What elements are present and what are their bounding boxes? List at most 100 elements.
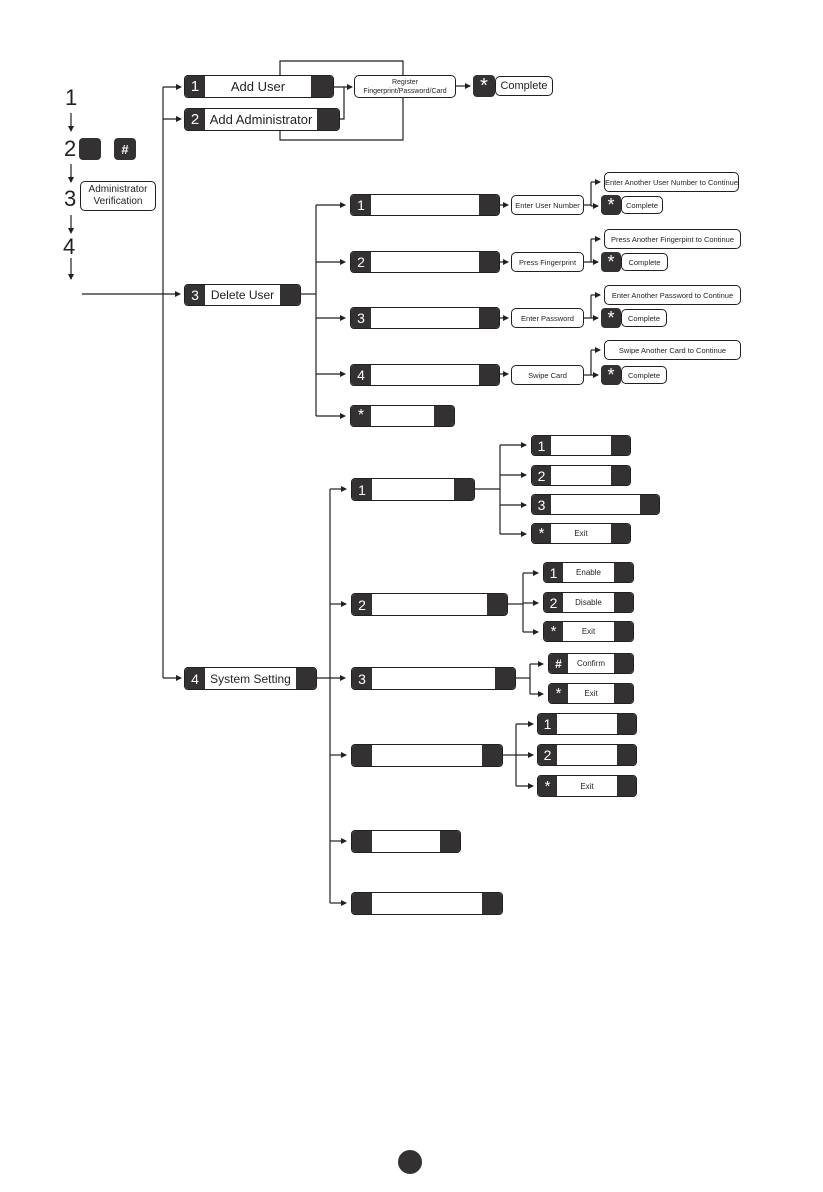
sub1-exit-key: * xyxy=(532,524,551,543)
setting-item-3: 3 xyxy=(351,667,516,690)
add-complete-star-key: * xyxy=(473,75,495,97)
setting-item-2-blank-key xyxy=(487,594,507,615)
setting-item-1-blank-key xyxy=(454,479,474,500)
delete-4-complete-box: Complete xyxy=(621,366,667,384)
sub2-disable-key: 2 xyxy=(544,593,563,612)
setting-item-2-key: 2 xyxy=(352,594,372,615)
setting-item-6-blank-key xyxy=(482,893,502,914)
sub1-option-1-blank-key xyxy=(611,436,630,455)
sub1-option-1: 1 xyxy=(531,435,631,456)
sub2-exit-key: * xyxy=(544,622,563,641)
continue-fingerprint-box: Press Another Fingerpint to Continue xyxy=(604,229,741,249)
setting-item-4-blank-key xyxy=(482,745,502,766)
sub3-option-confirm: # Confirm xyxy=(548,653,634,674)
delete-option-1-blank-key xyxy=(479,195,499,215)
sub1-option-1-key: 1 xyxy=(532,436,551,455)
delete-option-3-blank-key xyxy=(479,308,499,328)
delete-user-node: 3 Delete User xyxy=(184,284,301,306)
setting-item-3-blank-key xyxy=(495,668,515,689)
setting-item-5-key xyxy=(352,831,372,852)
add-administrator-label: Add Administrator xyxy=(209,112,313,127)
setting-item-4 xyxy=(351,744,503,767)
setting-item-2: 2 xyxy=(351,593,508,616)
delete-user-key: 3 xyxy=(185,285,205,305)
delete-3-complete-box: Complete xyxy=(621,309,667,327)
delete-1-complete-box: Complete xyxy=(621,196,663,214)
delete-3-complete-star-key: * xyxy=(601,308,621,328)
step-2-hash-key: # xyxy=(114,138,136,160)
sub2-enable-key: 1 xyxy=(544,563,563,582)
sub4-option-exit: * Exit xyxy=(537,775,637,797)
continue-card-box: Swipe Another Card to Continue xyxy=(604,340,741,360)
delete-1-complete-star-key: * xyxy=(601,195,621,215)
sub1-exit-label: Exit xyxy=(574,529,588,538)
delete-option-2-key: 2 xyxy=(351,252,371,272)
sub3-option-exit: * Exit xyxy=(548,683,634,704)
sub1-option-2: 2 xyxy=(531,465,631,486)
continue-user-number-box: Enter Another User Number to Continue xyxy=(604,172,739,192)
system-setting-blank-key xyxy=(296,668,316,689)
sub2-exit-blank-key xyxy=(614,622,633,641)
sub2-enable-blank-key xyxy=(614,563,633,582)
step-4-number: 4 xyxy=(63,234,76,259)
register-box: Register Fingerprint/Password/Card xyxy=(354,75,456,98)
sub2-exit-label: Exit xyxy=(581,627,596,636)
step-2-blank-key xyxy=(79,138,101,160)
delete-option-star-blank-key xyxy=(434,406,454,426)
delete-option-4: 4 xyxy=(350,364,500,386)
sub4-option-1-blank-key xyxy=(617,714,636,734)
sub4-exit-blank-key xyxy=(617,776,636,796)
add-administrator-blank-key xyxy=(317,109,339,130)
delete-option-2-blank-key xyxy=(479,252,499,272)
delete-4-complete-star-key: * xyxy=(601,365,621,385)
sub1-option-3-blank-key xyxy=(640,495,659,514)
sub1-option-3: 3 xyxy=(531,494,660,515)
delete-option-3-key: 3 xyxy=(351,308,371,328)
setting-item-4-key xyxy=(352,745,372,766)
sub2-option-enable: 1 Enable xyxy=(543,562,634,583)
sub4-option-1: 1 xyxy=(537,713,637,735)
setting-item-6-key xyxy=(352,893,372,914)
delete-option-star-key: * xyxy=(351,406,371,426)
sub4-option-2-key: 2 xyxy=(538,745,557,765)
setting-item-1-key: 1 xyxy=(352,479,372,500)
sub2-option-disable: 2 Disable xyxy=(543,592,634,613)
setting-item-3-key: 3 xyxy=(352,668,372,689)
sub4-option-1-key: 1 xyxy=(538,714,557,734)
delete-option-4-blank-key xyxy=(479,365,499,385)
system-setting-label: System Setting xyxy=(210,671,291,686)
step-3-number: 3 xyxy=(64,186,77,211)
sub1-option-3-key: 3 xyxy=(532,495,551,514)
delete-2-complete-box: Complete xyxy=(621,253,668,271)
enter-password-box: Enter Password xyxy=(511,308,584,328)
sub4-exit-key: * xyxy=(538,776,557,796)
sub3-confirm-label: Confirm xyxy=(576,659,605,668)
swipe-card-box: Swipe Card xyxy=(511,365,584,385)
sub2-option-exit: * Exit xyxy=(543,621,634,642)
add-user-node: 1 Add User xyxy=(184,75,334,98)
sub1-option-2-blank-key xyxy=(611,466,630,485)
sub1-option-2-key: 2 xyxy=(532,466,551,485)
sub4-option-2: 2 xyxy=(537,744,637,766)
step-2-number: 2 xyxy=(64,136,77,161)
delete-option-3: 3 xyxy=(350,307,500,329)
delete-user-blank-key xyxy=(280,285,300,305)
page-number-marker xyxy=(398,1150,422,1174)
add-user-blank-key xyxy=(311,76,333,97)
add-administrator-key: 2 xyxy=(185,109,205,130)
delete-option-star: * xyxy=(350,405,455,427)
sub3-exit-blank-key xyxy=(614,684,633,703)
delete-option-1: 1 xyxy=(350,194,500,216)
delete-option-4-key: 4 xyxy=(351,365,371,385)
add-complete-box: Complete xyxy=(495,76,553,96)
sub1-exit-blank-key xyxy=(611,524,630,543)
system-setting-node: 4 System Setting xyxy=(184,667,317,690)
administrator-verification-box: Administrator Verification xyxy=(80,181,156,211)
press-fingerprint-box: Press Fingerprint xyxy=(511,252,584,272)
delete-user-label: Delete User xyxy=(210,288,275,302)
sub4-exit-label: Exit xyxy=(580,781,594,791)
setting-item-1: 1 xyxy=(351,478,475,501)
step-1-number: 1 xyxy=(65,85,78,110)
setting-item-5 xyxy=(351,830,461,853)
